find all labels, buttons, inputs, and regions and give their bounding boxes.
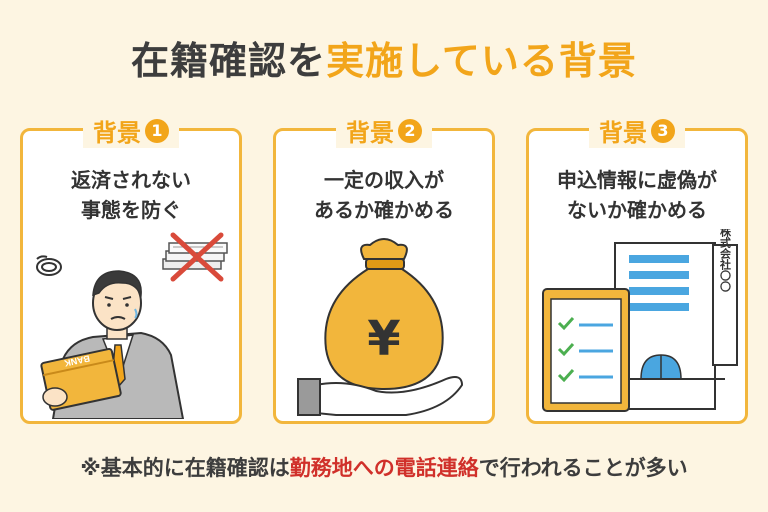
building-checklist-illustration: 株式会社〇〇: [542, 229, 738, 412]
card-desc-line2: ないか確かめる: [567, 198, 707, 222]
card-reason-1: 背景 1 返済されない 事態を防ぐ: [20, 113, 242, 424]
yen-icon: ¥: [367, 311, 400, 367]
dizzy-icon: [36, 255, 62, 276]
note-highlight: 勤務地への電話連絡: [289, 456, 479, 480]
hand-icon: [315, 376, 464, 416]
card-description: 返済されない 事態を防ぐ: [23, 165, 239, 225]
check-icons: [557, 316, 575, 383]
page-title: 在籍確認を実施している背景: [0, 30, 768, 85]
note-prefix: ※基本的に在籍確認は: [80, 456, 290, 480]
card-label-text: 背景: [346, 119, 394, 147]
number-badge: 1: [145, 118, 169, 143]
company-sign-text: 株式会社〇〇: [719, 229, 733, 293]
card-label: 背景 2: [336, 113, 432, 148]
footnote: ※基本的に在籍確認は勤務地への電話連絡で行われることが多い: [0, 452, 768, 482]
card-label-text: 背景: [93, 119, 141, 147]
card-desc-line1: 一定の収入が: [324, 168, 444, 192]
number-badge: 2: [398, 118, 422, 143]
card-reason-3: 背景 3 申込情報に虚偽が ないか確かめる 株式会社〇〇: [526, 113, 748, 424]
card-desc-line2: 事態を防ぐ: [81, 198, 181, 222]
worried-man-illustration: BANK: [36, 232, 228, 419]
cross-icon: [170, 232, 224, 282]
card-description: 一定の収入が あるか確かめる: [276, 165, 492, 225]
title-part1: 在籍確認を: [131, 39, 327, 83]
card-label-text: 背景: [599, 119, 647, 147]
hair: [92, 270, 142, 298]
note-suffix: で行われることが多い: [478, 456, 688, 480]
card-description: 申込情報に虚偽が ないか確かめる: [529, 165, 745, 225]
card-reason-2: 背景 2 一定の収入が あるか確かめる ¥: [273, 113, 495, 424]
card-label: 背景 3: [589, 113, 685, 148]
card-desc-line2: あるか確かめる: [314, 198, 454, 222]
card-label: 背景 1: [83, 113, 179, 148]
company-sign: [712, 244, 738, 366]
card-desc-line1: 申込情報に虚偽が: [557, 168, 717, 192]
title-part2: 実施している背景: [326, 39, 637, 83]
money-bag-icon: [324, 268, 444, 391]
money-bag-illustration: ¥: [297, 238, 464, 416]
sleeve: [297, 378, 321, 416]
card-desc-line1: 返済されない: [71, 168, 191, 192]
number-badge: 3: [651, 118, 675, 143]
